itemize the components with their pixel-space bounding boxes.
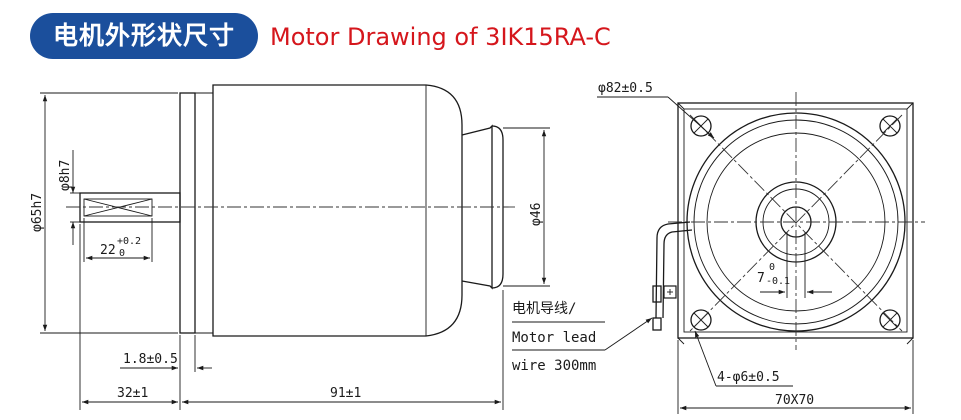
dim-pcd: φ82±0.5 <box>598 81 653 96</box>
dim-flat-tol-upper: 0 <box>769 262 775 273</box>
front-view: 7 0 -0.1 φ82±0.5 4-φ6±0.5 70X70 <box>597 81 925 414</box>
motor-body <box>212 84 463 337</box>
lead-note-line3: wire 300mm <box>512 358 596 374</box>
header-badge: 电机外形状尺寸 <box>30 13 258 59</box>
lead-note-line2: Motor lead <box>512 330 596 346</box>
mounting-hole <box>879 115 901 137</box>
drawing-title: Motor Drawing of 3IK15RA-C <box>270 23 611 51</box>
shaft-keyway <box>83 198 153 217</box>
dim-flange-diameter: φ46 <box>529 203 544 226</box>
mounting-hole <box>690 309 712 331</box>
dim-shaft-diameter: φ8h7 <box>58 160 73 191</box>
mounting-hole <box>690 115 712 137</box>
dim-keyway-tol-lower: 0 <box>119 248 125 259</box>
dim-body-length: 91±1 <box>330 386 361 401</box>
dim-keyway-tol-upper: +0.2 <box>117 236 141 247</box>
lead-note: 电机导线/ Motor lead wire 300mm <box>512 301 653 374</box>
dim-flat: 7 <box>757 271 765 286</box>
side-view: φ65h7 φ8h7 22 +0.2 0 φ46 1.8±0.5 32±1 91… <box>30 84 550 410</box>
mounting-hole <box>879 309 901 331</box>
dim-body-diameter: φ65h7 <box>30 193 45 232</box>
dim-keyway-length: 22 <box>100 243 116 258</box>
dim-flange-thickness: 1.8±0.5 <box>123 352 178 367</box>
lead-wire <box>655 221 691 319</box>
mounting-square <box>677 102 914 339</box>
motor-shaft <box>79 192 181 223</box>
dim-shaft-length: 32±1 <box>117 386 148 401</box>
dim-flat-tol-lower: -0.1 <box>766 276 790 287</box>
lead-note-line1: 电机导线/ <box>512 301 576 317</box>
dim-holes: 4-φ6±0.5 <box>717 370 780 385</box>
dim-square: 70X70 <box>775 393 814 408</box>
mounting-flange <box>179 92 196 334</box>
